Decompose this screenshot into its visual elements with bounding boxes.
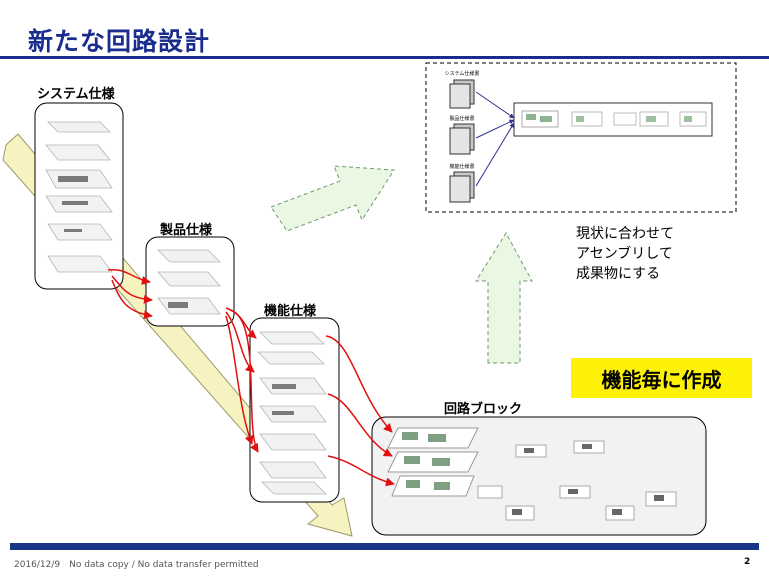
- note-line: 現状に合わせて: [576, 226, 674, 242]
- green-arrow-diagonal: [270, 165, 395, 232]
- assembly-doc-label: システム仕様書: [445, 70, 480, 77]
- note-line: アセンブリして: [576, 246, 673, 262]
- title-underline: [0, 56, 769, 59]
- page-number: 2: [744, 557, 751, 567]
- doc-stack-icon: [449, 79, 475, 203]
- red-derivation-arrows: [107, 269, 395, 487]
- footer-text: 2016/12/9 No data copy / No data transfe…: [14, 560, 259, 570]
- assembly-doc-label: 製品仕様書: [449, 115, 474, 122]
- highlight-callout: 機能毎に作成: [571, 358, 752, 398]
- assembly-note: 現状に合わせて アセンブリして 成果物にする: [576, 224, 674, 284]
- footer-bar: [10, 543, 759, 550]
- system-spec-markings: [58, 176, 88, 232]
- note-line: 成果物にする: [576, 266, 661, 282]
- product-spec-label: 製品仕様: [160, 223, 213, 238]
- green-arrow-up: [475, 232, 533, 364]
- circuit-block-label: 回路ブロック: [444, 402, 523, 417]
- output-thumbnails: [521, 110, 707, 128]
- function-spec-markings: [272, 384, 296, 415]
- circuit-block-thumbnails: [387, 427, 677, 521]
- assembly-doc-label: 機能仕様書: [449, 163, 474, 170]
- function-spec-label: 機能仕様: [264, 304, 317, 319]
- system-spec-label: システム仕様: [37, 87, 115, 102]
- assembly-connectors: [475, 91, 515, 187]
- slide-title: 新たな回路設計: [28, 27, 211, 56]
- product-spec-pages: [157, 249, 221, 315]
- product-spec-marking: [168, 302, 188, 308]
